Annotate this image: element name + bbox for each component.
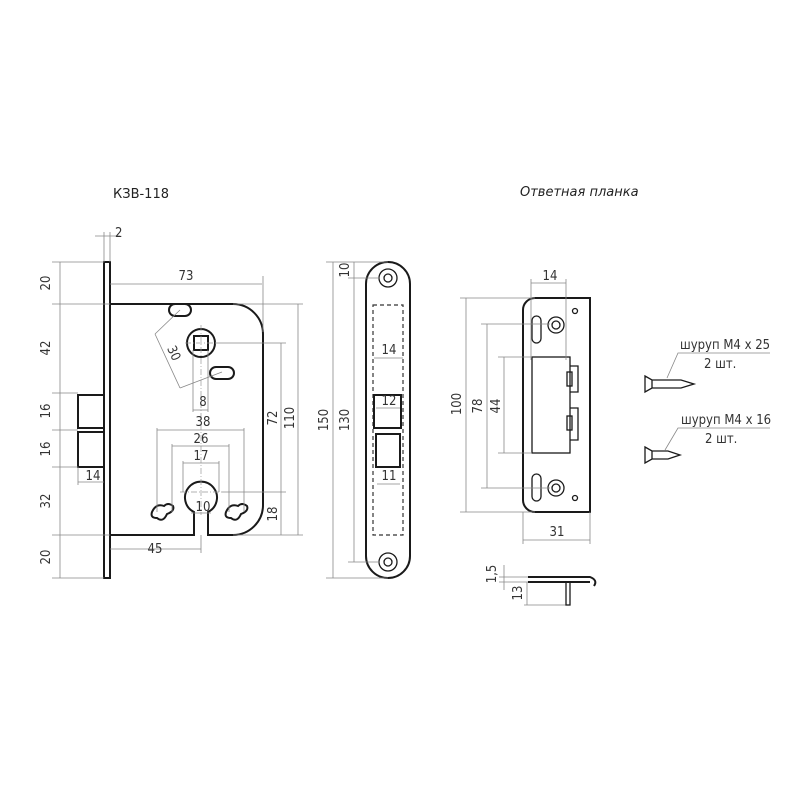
dim-13: 13 [511, 586, 526, 601]
strike-side-view [528, 576, 597, 587]
lock-title: КЗВ-118 [113, 187, 169, 202]
dim-73: 73 [179, 269, 194, 284]
dim-12: 12 [382, 394, 397, 409]
dim-32: 32 [39, 494, 54, 509]
dim-20-bottom: 20 [39, 550, 54, 565]
screw-25-qty: 2 шт. [704, 357, 736, 372]
faceplate-hidden-body [372, 304, 404, 536]
heart-hole-left [150, 503, 175, 521]
dim-14-faceplate: 14 [382, 343, 397, 358]
dim-26: 26 [194, 432, 209, 447]
dim-130: 130 [338, 409, 353, 431]
dim-10-faceplate: 10 [338, 263, 353, 278]
lock-body [110, 303, 264, 536]
dim-11: 11 [382, 469, 397, 484]
dim-8: 8 [199, 395, 206, 410]
dim-72: 72 [266, 411, 281, 426]
dim-1-5: 1,5 [485, 565, 500, 584]
latch-bolt [77, 394, 105, 429]
dim-2: 2 [115, 226, 122, 241]
screw-25-label: шуруп М4 х 25 [680, 338, 770, 353]
latch-opening [373, 394, 402, 429]
faceplate-view: 150 130 10 14 12 11 [317, 261, 411, 579]
mount-slot-bottom [209, 366, 235, 380]
lock-view: 20 42 16 16 32 20 2 73 30 8 38 26 17 10 … [39, 226, 303, 579]
strike-opening [531, 356, 571, 454]
bolt-opening [375, 433, 401, 468]
dim-150: 150 [317, 409, 332, 431]
dim-20-top: 20 [39, 276, 54, 291]
screw-16-icon [644, 445, 683, 465]
dim-44: 44 [489, 399, 504, 414]
dim-30: 30 [163, 344, 183, 364]
screw-25-icon [644, 374, 697, 394]
strike-title: Ответная планка [520, 185, 639, 200]
dim-78: 78 [471, 399, 486, 414]
dim-18: 18 [266, 507, 281, 522]
mount-slot-top [168, 303, 192, 317]
heart-hole-right [224, 503, 249, 521]
dim-38: 38 [196, 415, 211, 430]
screws: шуруп М4 х 25 2 шт. шуруп М4 х 16 2 шт. [644, 338, 771, 465]
dead-bolt [77, 431, 105, 468]
dim-16-bolt: 16 [39, 442, 54, 457]
screw-16-qty: 2 шт. [705, 432, 737, 447]
dim-31: 31 [550, 525, 565, 540]
dim-42: 42 [39, 341, 54, 356]
dim-17: 17 [194, 449, 209, 464]
dim-14-bolt: 14 [86, 469, 101, 484]
dim-110: 110 [283, 407, 298, 429]
dim-14-strike: 14 [543, 269, 558, 284]
strike-view: 14 100 78 44 31 1,5 13 [450, 269, 597, 606]
dim-100: 100 [450, 393, 465, 415]
dim-10: 10 [196, 500, 211, 515]
dim-16-latch: 16 [39, 404, 54, 419]
dim-45: 45 [148, 542, 163, 557]
screw-16-label: шуруп М4 х 16 [681, 413, 771, 428]
